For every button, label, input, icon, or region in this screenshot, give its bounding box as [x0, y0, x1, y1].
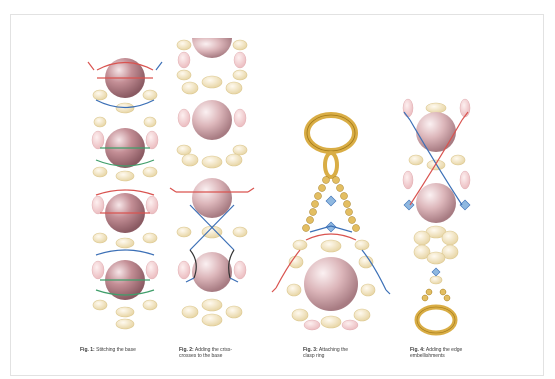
- fig2-pearl: [192, 100, 232, 140]
- fig4-pearl: [416, 112, 456, 152]
- fig2-pearl: [192, 252, 232, 292]
- fig1-beadwork: [88, 58, 162, 329]
- fig2-pearl: [192, 178, 232, 218]
- fig1-caption-text: Stitching the base: [96, 347, 136, 353]
- fig2-pearl: [192, 38, 232, 58]
- fig4-caption: Fig. 4: Adding the edge embellishments: [410, 347, 478, 359]
- fig1-caption: Fig. 1: Stitching the base: [80, 347, 154, 353]
- fig4-pearl: [416, 183, 456, 223]
- fig4-beadwork: [403, 99, 470, 333]
- fig1-label: Fig. 1:: [80, 347, 95, 353]
- fig2-beadwork: [170, 38, 254, 326]
- fig2-caption: Fig. 2: Adding the criss-crosses to the …: [179, 347, 241, 359]
- fig3-beadwork: [272, 115, 390, 330]
- fig3-pearl: [304, 257, 358, 311]
- fig3-caption: Fig. 3: Attaching the clasp ring: [303, 347, 355, 359]
